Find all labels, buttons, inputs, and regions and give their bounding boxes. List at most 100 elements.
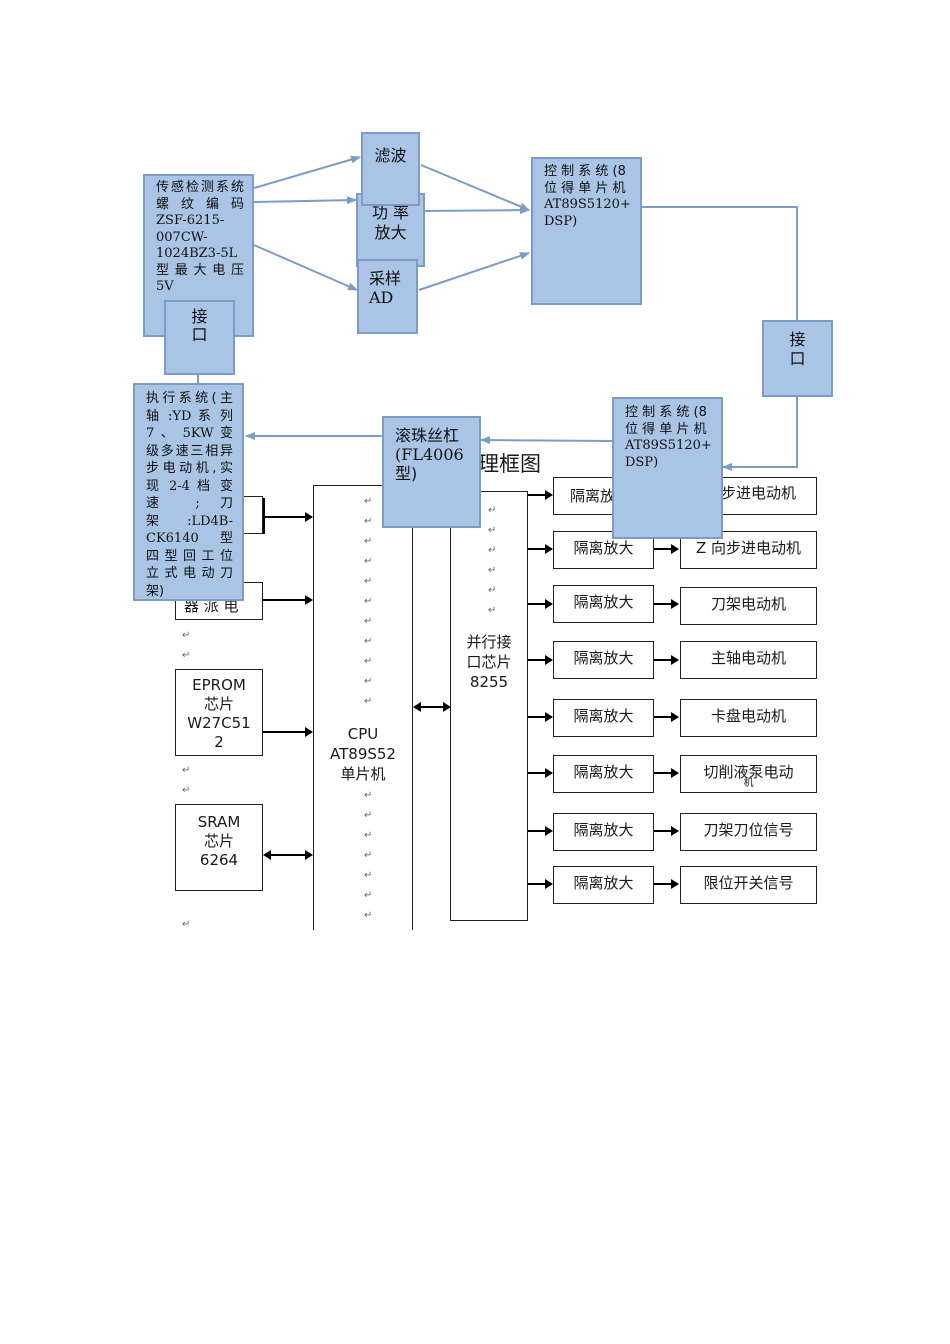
output-label: 刀架电动机 [710,595,786,613]
para-mark: ↵ [364,790,373,801]
interface-right-line1: 接 [789,330,806,349]
para-mark: ↵ [488,525,497,536]
isolation-amp-4: 隔离放大 [553,641,654,679]
isolation-amp-label: 隔离放大 [573,649,634,667]
para-mark: ↵ [182,785,191,796]
ball-screw-line2: (FL4006 [395,445,464,464]
control-top-line4: DSP) [544,213,578,229]
control-bottom-line4: DSP) [625,454,659,470]
sampling-line1: 采样 [369,269,402,288]
control-system-top: 控 制 系 统 (8 位 得 单 片 机 AT89S5120+ DSP) [531,157,642,305]
executor-line5: 步电动机,实 [146,461,233,476]
para-mark: ↵ [364,830,373,841]
sampling-ad: 采样 AD [357,259,418,334]
control-bottom-line1: 控 制 系 统 (8 [625,405,707,420]
para-mark: ↵ [364,536,373,547]
executor-line9: CK6140 型 [146,531,233,546]
sampling-line2: AD [369,288,394,307]
cpu-model: AT89S52 [330,745,396,763]
output-label: 限位开关信号 [703,874,794,892]
ball-screw-line3: 型) [395,464,418,483]
executor-line3: 7 、 5KW 变 [146,426,233,441]
sensor-line5: 1024BZ3-5L [156,246,238,261]
isolation-amp-label: 隔离放大 [573,539,634,557]
eprom-line4: 2 [214,733,224,751]
isolation-amp-label: 隔离放大 [573,707,634,725]
output-8: 限位开关信号 [680,866,817,904]
executor-line1: 执行系统(主 [146,391,233,406]
executor-line10: 四型回工位 [146,548,233,564]
output-label-tail: 机 [743,778,754,789]
control-top-line1: 控 制 系 统 (8 [544,164,626,179]
parallel-interface-chip: 并行接 口芯片 8255 [450,491,528,921]
isolation-amp-6: 隔离放大 [553,755,654,793]
control-bottom-line3: AT89S5120+ [625,438,712,453]
isolation-amp-label: 隔离放大 [573,593,634,611]
para-mark: ↵ [364,910,373,921]
output-label: 刀架刀位信号 [703,821,794,839]
power-amp-line2: 放大 [374,223,407,242]
isolation-amp-7: 隔离放大 [553,813,654,851]
para-mark: ↵ [488,565,497,576]
output-6: 切削液泵电动 机 [680,755,817,793]
sram-chip: SRAM 芯片 6264 [175,804,263,891]
interface-left-line2: 口 [191,325,208,344]
output-label: 切削液泵电动 [703,763,794,781]
isolation-amp-8: 隔离放大 [553,866,654,904]
executor-line4: 级多速三相异 [146,443,233,459]
para-mark: ↵ [364,810,373,821]
cpu-block: CPU AT89S52 单片机 [313,485,413,930]
executor-line7: 速 ; 刀 [146,496,233,511]
sensor-line6: 型 最 大 电 压 [156,262,244,278]
sram-line3: 6264 [199,851,239,869]
output-3: 刀架电动机 [680,587,817,625]
output-7: 刀架刀位信号 [680,813,817,851]
output-label: Z 向步进电动机 [695,539,802,557]
para-mark: ↵ [364,576,373,587]
sensor-line3: ZSF-6215- [156,213,225,228]
para-mark: ↵ [364,556,373,567]
filter-block: 滤波 [361,132,420,206]
interface-left: 接 口 [164,300,235,375]
eprom-line1: EPROM [192,676,246,694]
para-mark: ↵ [364,656,373,667]
filter-label: 滤波 [374,146,407,165]
control-top-line2: 位 得 单 片 机 [544,180,626,196]
ball-screw: 滚珠丝杠 (FL4006 型) [382,416,481,528]
executor-system: 执行系统(主 轴 :YD 系 列 7 、 5KW 变 级多速三相异 步电动机,实… [133,383,244,601]
para-mark: ↵ [488,605,497,616]
ball-screw-line1: 滚珠丝杠 [395,426,460,445]
para-mark: ↵ [364,616,373,627]
para-mark: ↵ [364,596,373,607]
para-mark: ↵ [364,870,373,881]
para-mark: ↵ [488,505,497,516]
sram-line2: 芯片 [203,832,234,850]
cpu-type: 单片机 [340,765,386,783]
executor-line2: 轴 :YD 系 列 [146,408,233,424]
power-amp-line1: 功 率 [371,203,410,222]
output-label: 卡盘电动机 [710,707,786,725]
para-mark: ↵ [488,545,497,556]
isolation-amp-2: 隔离放大 [553,531,654,569]
eprom-chip: EPROM 芯片 W27C51 2 [175,669,263,756]
interface-right-line2: 口 [789,349,806,368]
executor-line6: 现 2-4 档 变 [146,478,233,494]
interface-left-line1: 接 [191,307,208,326]
para-mark: ↵ [182,630,191,641]
executor-line12: 架) [146,583,165,599]
isolation-amp-label: 隔离放大 [573,874,634,892]
sensor-line2: 螺 纹 编 码 [156,196,244,212]
para-mark: ↵ [364,636,373,647]
isolation-amp-label: 隔离放大 [573,763,634,781]
parallel-chip-line1: 并行接 [466,633,512,651]
diagram-title-fragment: 理框图 [478,452,541,476]
sram-line1: SRAM [197,813,241,831]
para-mark: ↵ [182,765,191,776]
control-system-bottom: 控 制 系 统 (8 位 得 单 片 机 AT89S5120+ DSP) [612,397,723,539]
parallel-chip-line3: 8255 [469,673,509,691]
sensor-line1: 传感检测系统 [156,180,244,195]
para-mark: ↵ [364,496,373,507]
para-mark: ↵ [364,850,373,861]
interface-right: 接 口 [762,320,833,397]
output-5: 卡盘电动机 [680,699,817,737]
